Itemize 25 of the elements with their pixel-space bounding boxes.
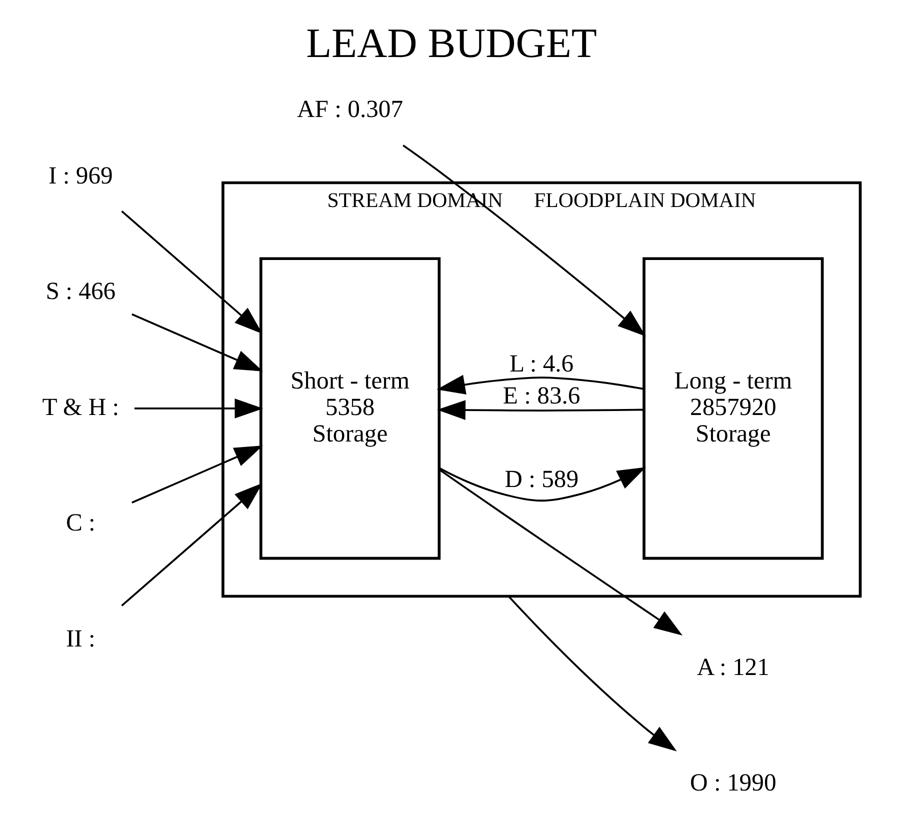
node-text: C :: [66, 510, 96, 537]
node-text: A : 121: [696, 654, 770, 681]
arrow: [402, 144, 646, 336]
node-text: II :: [66, 625, 96, 652]
node-box: Short - term 5358 Storage: [259, 257, 441, 560]
arrow: [121, 210, 263, 334]
arrow: [437, 400, 644, 420]
node-text: S : 466: [46, 278, 116, 306]
node-text: I : 969: [48, 162, 113, 190]
arrow: [508, 596, 677, 752]
arrow: [439, 467, 646, 502]
edge-label: E : 83.6: [502, 382, 580, 410]
arrow: [121, 483, 263, 606]
node-text: O : 1990: [690, 769, 776, 796]
arrow: [439, 469, 682, 636]
diagram-title: LEAD BUDGET: [306, 20, 597, 67]
edge-label: L : 4.6: [510, 350, 574, 378]
node-text: T & H :: [42, 394, 120, 421]
edge-label: D : 589: [504, 466, 579, 493]
arrow: [436, 374, 644, 395]
node-text: AF : 0.307: [296, 96, 404, 124]
arrow: [134, 398, 264, 418]
arrow: [132, 446, 263, 504]
arrow: [132, 313, 263, 372]
node-box: Long - term 2857920 Storage: [642, 257, 824, 560]
